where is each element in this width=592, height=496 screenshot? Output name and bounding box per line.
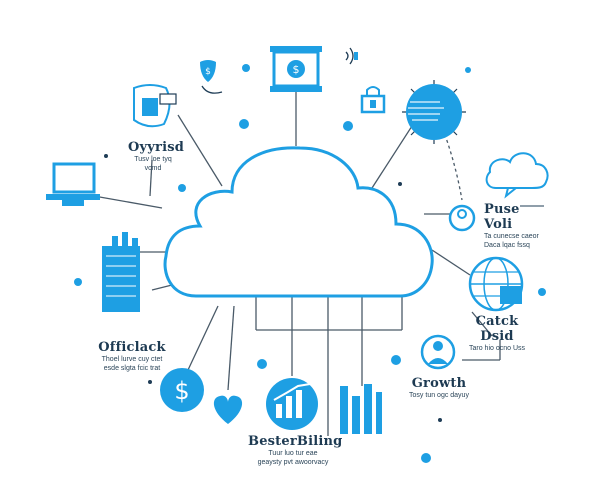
- label-bottom-sub-2: geaysty pvt awoorvacy: [257, 459, 329, 466]
- central-cloud: [163, 146, 434, 298]
- label-left: Officlack Thoel lurve cuy ctet esde slgt…: [92, 340, 172, 373]
- dollar-icon: $: [160, 368, 204, 412]
- label-right-bot: Growth Tosy tun ogc dayuy: [404, 376, 474, 400]
- heart-icon: [213, 395, 243, 424]
- location-pin-icon: [448, 204, 476, 232]
- server-rack-icon: [102, 232, 140, 312]
- label-bottom: BesterBiling Tuur luo tur eae geaysty pv…: [248, 434, 343, 467]
- svg-text:$: $: [174, 377, 189, 405]
- label-right-top-sub-1: Ta cunecse caeor: [484, 233, 539, 240]
- decorative-dots: [74, 64, 546, 463]
- svg-text:$: $: [205, 67, 211, 77]
- label-left-sub-1: Thoel lurve cuy ctet: [101, 356, 163, 363]
- label-right-mid-sub: Taro hio ocno Uss: [468, 345, 526, 352]
- label-top-left-title: Oyyrisd: [128, 140, 185, 155]
- label-bottom-sub-1: Tuur luo tur eae: [268, 450, 318, 457]
- person-icon: [420, 334, 456, 370]
- label-right-top: Puse Voli Ta cunecse caeor Daca lqac fss…: [484, 202, 550, 250]
- svg-text:$: $: [293, 63, 300, 76]
- label-left-title: Officlack: [98, 340, 166, 355]
- bar-chart-icon: [266, 378, 318, 430]
- shield-icon: $: [200, 60, 223, 94]
- laptop-icon: [46, 162, 100, 206]
- card-reader-icon: $: [270, 46, 322, 92]
- label-right-mid-title: Catck Dsid: [475, 314, 519, 344]
- label-right-bot-title: Growth: [411, 376, 467, 391]
- label-top-left: Oyyrisd Tusv loe tyq vcmd: [128, 140, 185, 173]
- connector-lines: [93, 92, 501, 436]
- label-top-left-sub: Tusv loe tyq vcmd: [134, 156, 172, 172]
- globe-grid-icon: [402, 80, 466, 144]
- small-cloud-icon: [485, 152, 549, 199]
- label-right-bot-sub: Tosy tun ogc dayuy: [409, 392, 469, 399]
- tablet-card-icon: [133, 84, 177, 128]
- label-right-mid: Catck Dsid Taro hio ocno Uss: [462, 314, 532, 353]
- label-bottom-title: BesterBiling: [248, 434, 343, 449]
- label-left-sub-2: esde slgta fcic trat: [103, 365, 161, 372]
- globe-icon: [468, 256, 524, 312]
- label-right-top-sub-2: Daca lqac fssq: [484, 242, 530, 249]
- lock-icon: [360, 86, 386, 114]
- decorative-dark-dots: [104, 154, 442, 422]
- bars-icon: [340, 384, 382, 434]
- wifi-icon: [345, 47, 358, 65]
- label-right-top-title: Puse Voli: [484, 202, 520, 232]
